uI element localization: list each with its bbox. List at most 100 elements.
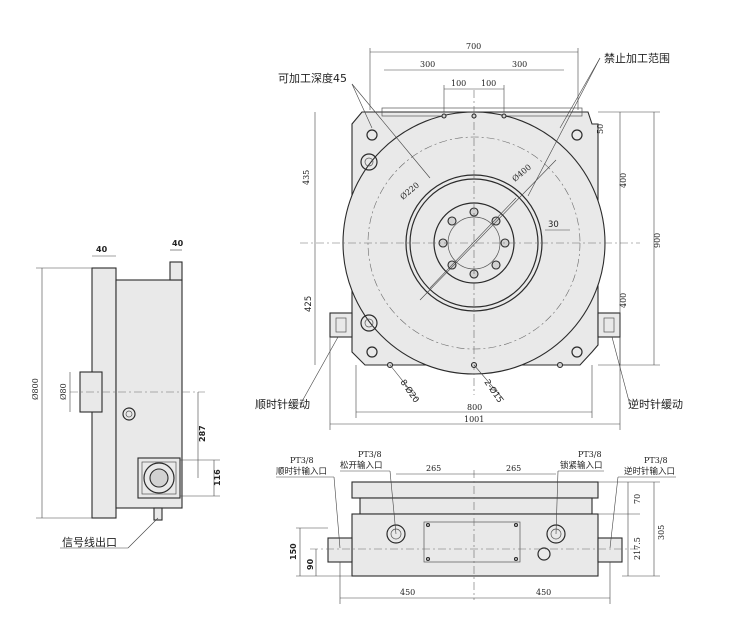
dim-100-right: 100	[481, 79, 496, 88]
front-body	[351, 513, 599, 577]
dim-2-dia-15: 2-Ø15	[482, 377, 506, 405]
cw-slow-fitting	[329, 312, 353, 338]
boss-hole	[491, 260, 501, 270]
label-machining-depth: 可加工深度45	[278, 71, 347, 85]
port4-thread: PT3/8	[644, 456, 668, 465]
locating-pin-bottom	[360, 314, 378, 332]
leader-cw-slow	[299, 336, 339, 406]
port1-thread: PT3/8	[290, 456, 314, 465]
dim-450-right: 450	[536, 588, 551, 597]
locating-pin-top	[360, 153, 378, 171]
dim-dia-800: Ø800	[31, 378, 40, 400]
leader-8-dia-20	[389, 364, 419, 401]
leader-dia-400	[419, 159, 557, 301]
leader-ccw-slow	[611, 336, 631, 406]
connector-frame	[141, 461, 177, 495]
dim-800: 800	[467, 403, 482, 412]
plate-hole	[471, 113, 477, 119]
leader-forbidden-a	[559, 57, 601, 129]
side-port	[122, 407, 136, 421]
dim-50: 50	[596, 124, 605, 134]
dim-700: 700	[466, 42, 481, 51]
nameplate-screw	[425, 522, 431, 528]
front-table-plate	[351, 481, 599, 499]
dim-435: 435	[302, 170, 311, 185]
leader-2-dia-15	[473, 364, 505, 401]
port1-name: 顺时针输入口	[276, 466, 327, 477]
dim-1001: 1001	[464, 415, 484, 424]
port2-leader	[389, 470, 397, 535]
dim-40-left: 40	[96, 245, 108, 254]
dim-40-right: 40	[172, 239, 184, 248]
leader-signal-outlet	[127, 517, 159, 549]
port3-name: 锁紧输入口	[560, 460, 603, 471]
connector-core	[149, 468, 169, 488]
dim-30: 30	[548, 220, 559, 230]
side-port-inner	[125, 410, 133, 418]
locating-pin-top-inner	[364, 157, 374, 167]
label-forbidden-zone: 禁止加工范围	[604, 51, 670, 65]
port1-leader	[333, 476, 341, 549]
leader-forbidden-b	[527, 57, 601, 197]
label-signal-outlet: 信号线出口	[62, 535, 117, 549]
dim-70: 70	[633, 494, 642, 504]
dim-300-left: 300	[420, 60, 435, 69]
front-view: PT3/8 顺时针输入口 PT3/8 松开输入口 PT3/8 锁紧输入口 PT3…	[276, 450, 676, 604]
port3-leader	[555, 470, 559, 535]
leader-depth-a	[351, 83, 373, 129]
dim-300-right: 300	[512, 60, 527, 69]
dim-100-left: 100	[451, 79, 466, 88]
dim-265-left: 265	[426, 464, 441, 473]
port4-name: 逆时针输入口	[624, 466, 675, 477]
dim-265-right: 265	[506, 464, 521, 473]
boss-hole	[491, 216, 501, 226]
release-port	[386, 524, 406, 544]
port4-leader	[609, 476, 619, 549]
plate-hole	[501, 113, 507, 119]
dim-287: 287	[198, 425, 207, 442]
dim-90: 90	[306, 558, 315, 570]
dim-450-left: 450	[400, 588, 415, 597]
front-ccw-fitting	[597, 537, 623, 563]
dim-400-upper: 400	[619, 173, 628, 188]
dim-305: 305	[657, 525, 666, 540]
plate-hole	[556, 361, 564, 369]
dim-400-lower: 400	[619, 293, 628, 308]
plate-hole	[441, 113, 447, 119]
ccw-slow-fitting-core	[603, 317, 615, 333]
top-view: 700 300 300 100 100 50 400 400 900 435 4…	[255, 42, 683, 430]
corner-hole-tr	[571, 129, 583, 141]
label-ccw-slow: 逆时针缓动	[628, 397, 683, 411]
boss-hole	[447, 216, 457, 226]
release-port-inner	[390, 528, 402, 540]
leader-depth-b	[351, 83, 431, 179]
dim-900: 900	[653, 233, 662, 248]
label-cw-slow: 顺时针缓动	[255, 397, 310, 411]
dim-425: 425	[304, 296, 314, 312]
forbidden-ring-inner	[409, 178, 539, 308]
ccw-slow-fitting	[597, 312, 621, 338]
nameplate-screw	[425, 556, 431, 562]
nameplate-screw	[513, 522, 519, 528]
front-nameplate	[423, 521, 521, 563]
dim-8-dia-20: 8-Ø20	[398, 377, 422, 405]
corner-hole-br	[571, 346, 583, 358]
dim-116: 116	[213, 469, 222, 486]
dim-217-5: 217.5	[633, 537, 642, 560]
locating-pin-bottom-inner	[364, 318, 374, 328]
port2-name: 松开输入口	[340, 460, 383, 471]
side-view: 40 40 Ø800 Ø80 287 116 信号线出口	[31, 239, 222, 549]
dim-150: 150	[289, 543, 298, 560]
connector-ring	[143, 462, 175, 494]
front-cw-fitting	[327, 537, 353, 563]
side-top-tab	[169, 261, 183, 281]
cw-slow-fitting-core	[335, 317, 347, 333]
signal-outlet-stub	[153, 507, 163, 521]
port3-thread: PT3/8	[578, 450, 602, 459]
corner-hole-tl	[366, 129, 378, 141]
dim-dia-80: Ø80	[59, 383, 68, 400]
leader-dia-220	[429, 197, 517, 289]
nameplate-screw	[513, 556, 519, 562]
